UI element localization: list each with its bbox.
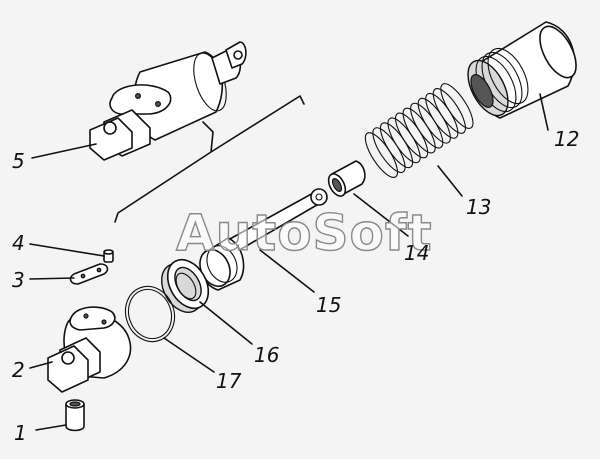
part-17-o-ring — [124, 285, 176, 343]
callout-label-2: 2 — [12, 358, 25, 382]
callout-labels: 1 2 3 4 5 12 13 14 15 16 17 — [12, 127, 579, 445]
watermark-autosoft: AutoSoft — [176, 204, 433, 262]
callout-label-17: 17 — [216, 369, 242, 393]
assembly-bracket — [114, 95, 305, 223]
callout-label-16: 16 — [254, 343, 279, 367]
callout-label-13: 13 — [466, 195, 491, 219]
part-12-cylinder-housing — [467, 21, 577, 119]
part-5-assembled-cylinder — [89, 41, 247, 161]
callout-label-3: 3 — [12, 268, 25, 292]
part-4-pin — [103, 249, 114, 263]
part-13-spring — [364, 83, 474, 178]
leader-lines — [29, 93, 549, 431]
part-2-end-cover — [47, 306, 132, 393]
callout-label-5: 5 — [12, 149, 25, 173]
callout-label-1: 1 — [14, 421, 27, 445]
part-3-plate — [69, 263, 109, 285]
callout-label-14: 14 — [404, 241, 429, 265]
part-14-bushing — [327, 160, 366, 197]
callout-label-12: 12 — [554, 127, 579, 151]
part-16-piston-seal — [161, 258, 210, 313]
callout-label-4: 4 — [12, 231, 25, 255]
callout-label-15: 15 — [316, 293, 341, 317]
part-1-sleeve — [65, 399, 85, 432]
